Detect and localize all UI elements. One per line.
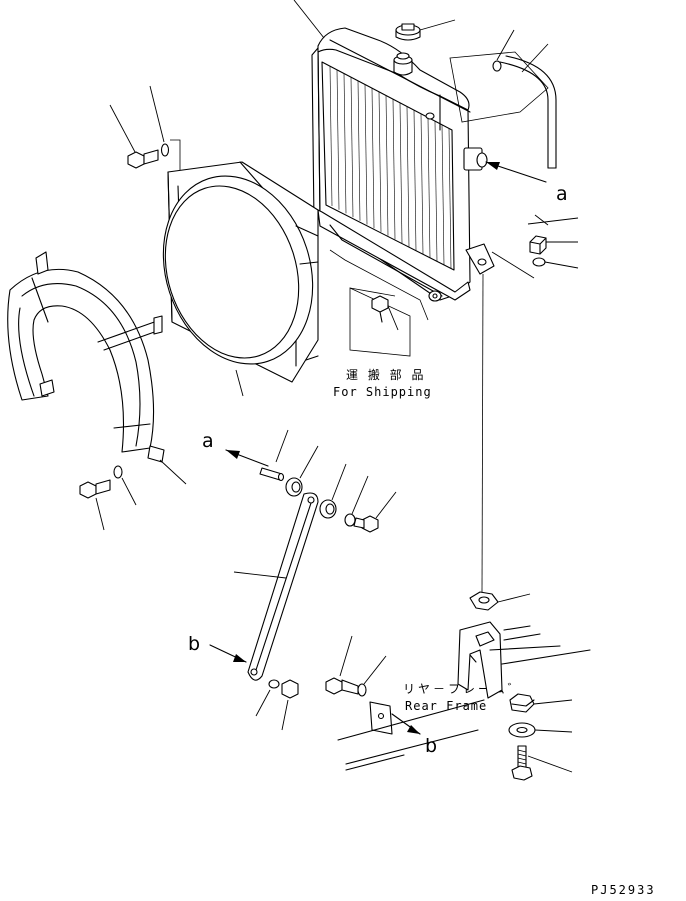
shipping-note-jp: 運 搬 部 品 (346, 367, 426, 382)
overflow-hose (449, 43, 557, 169)
arrow-a-left (225, 449, 269, 467)
bracket-washer (357, 655, 387, 697)
mount-rubber-upper (469, 591, 531, 611)
mount-washer-right (532, 257, 579, 269)
stay-bushing-upper (285, 445, 319, 497)
stay-bushing-lower (319, 463, 347, 519)
filler-neck (393, 52, 413, 76)
mount-nut-right (529, 235, 578, 255)
arrow-a-top (485, 161, 547, 183)
label-a-left: a (202, 430, 214, 452)
guard-bolt (79, 479, 111, 531)
shroud-washer-top (149, 85, 170, 157)
arrow-b-left (209, 644, 247, 663)
rod-washer-lower (255, 679, 280, 717)
shipping-bolt-box (329, 249, 429, 357)
rod-nut-lower (281, 679, 299, 731)
radiator-core-fins (329, 65, 452, 269)
stay-pin (259, 429, 289, 482)
label-a-top: a (556, 183, 568, 205)
mount-bracket (457, 621, 591, 699)
hose-clip (492, 29, 515, 72)
radiator-cap (395, 23, 421, 41)
shroud-bolt-top (109, 104, 159, 169)
shipping-note-en: For Shipping (333, 385, 432, 399)
bracket-bolt (325, 635, 359, 695)
fan-shroud (162, 161, 319, 397)
arrow-b-bottom (391, 713, 421, 735)
radiator (293, 0, 495, 302)
stay-rod (233, 492, 319, 681)
mount-washer-lower (508, 722, 573, 738)
fan-guard (7, 251, 165, 463)
mount-nut-lower (509, 693, 573, 713)
rear-frame-note-en: Rear Frame (405, 699, 487, 713)
inlet-pipe-boss (463, 147, 488, 171)
label-b-left: b (188, 633, 200, 655)
stay-bolt (353, 491, 397, 533)
lower-outlet (428, 290, 442, 302)
mount-bolt-lower (511, 745, 573, 781)
guard-washer (113, 465, 137, 506)
drawing-code: PJ52933 (591, 883, 656, 897)
frame-bracket (369, 701, 393, 735)
label-b-bottom: b (425, 735, 437, 757)
